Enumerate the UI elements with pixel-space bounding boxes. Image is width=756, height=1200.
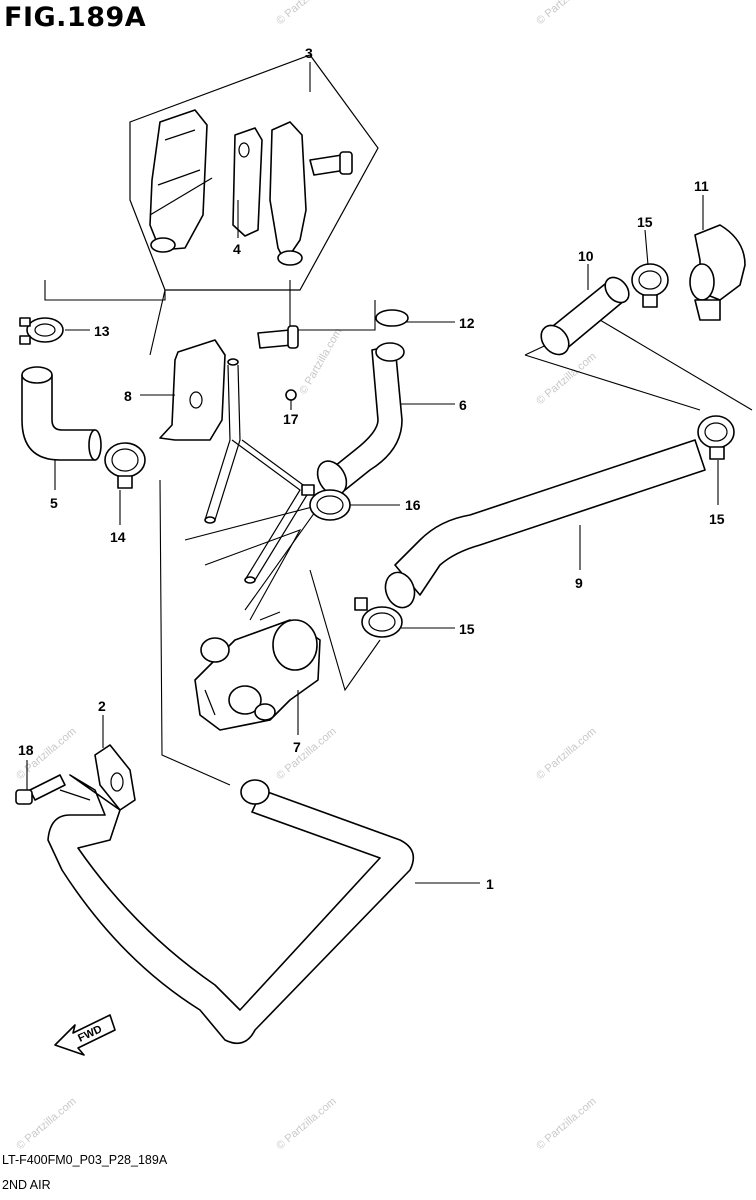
callout-17: 17 (283, 411, 299, 427)
part-5-elbow-hose (21, 366, 102, 461)
fwd-arrow: FWD (54, 1014, 116, 1056)
callout-1: 1 (486, 876, 494, 892)
callout-15-lower: 15 (459, 621, 475, 637)
callout-7: 7 (293, 739, 301, 755)
part-15-clamp-upper (631, 263, 669, 308)
part-10-pipe (540, 276, 630, 356)
part-13-clamp (19, 317, 64, 345)
figure-title: FIG.189A (4, 2, 147, 33)
svg-text:© Partzilla.com: © Partzilla.com (274, 0, 338, 27)
callout-4: 4 (233, 241, 241, 257)
part-2-gasket (94, 744, 136, 811)
part-7-air-valve (194, 611, 321, 731)
svg-text:© Partzilla.com: © Partzilla.com (14, 1095, 78, 1152)
part-11-hose (689, 224, 746, 321)
callout-10: 10 (578, 248, 594, 264)
leader-14-to-1 (159, 479, 231, 786)
callout-16: 16 (405, 497, 421, 513)
leader-10-11-box2 (524, 354, 701, 411)
part-9-hose (384, 439, 706, 609)
part-14-clamp (104, 442, 146, 489)
leader-8-link (149, 289, 166, 356)
callout-2: 2 (98, 698, 106, 714)
leader-15-area (309, 569, 381, 692)
leader-16-area2 (204, 528, 302, 621)
figure-code: LT-F400FM0_P03_P28_189A (2, 1153, 168, 1167)
part-12-ring (375, 309, 409, 327)
callouts: 3 4 13 8 12 6 17 5 14 16 9 15 10 15 11 1… (18, 45, 725, 892)
part-16-clamp (301, 484, 351, 521)
svg-text:© Partzilla.com: © Partzilla.com (274, 725, 338, 782)
part-15-clamp-lower (354, 597, 403, 638)
callout-13: 13 (94, 323, 110, 339)
callout-18: 18 (18, 742, 34, 758)
callout-leaders (26, 62, 719, 884)
part-17-bolt (257, 325, 299, 401)
leader-13-box (44, 280, 166, 301)
svg-text:© Partzilla.com: © Partzilla.com (534, 0, 598, 27)
svg-text:© Partzilla.com: © Partzilla.com (297, 326, 344, 396)
part-8-bracket (159, 339, 311, 584)
callout-14: 14 (110, 529, 126, 545)
figure-name: 2ND AIR (2, 1178, 51, 1192)
leader-12-box (289, 280, 376, 331)
part-18-bolt (15, 774, 66, 805)
watermarks: © Partzilla.com © Partzilla.com © Partzi… (14, 0, 598, 1152)
part-15-clamp-right (697, 415, 735, 460)
part-6-hose (316, 342, 405, 496)
callout-9: 9 (575, 575, 583, 591)
part-3-reed-valve-assembly (129, 54, 379, 291)
callout-11: 11 (694, 178, 709, 194)
callout-3: 3 (305, 45, 313, 61)
callout-12: 12 (459, 315, 475, 331)
callout-15-upper: 15 (637, 214, 653, 230)
svg-text:© Partzilla.com: © Partzilla.com (274, 1095, 338, 1152)
callout-8: 8 (124, 388, 132, 404)
callout-15-right: 15 (709, 511, 725, 527)
svg-text:© Partzilla.com: © Partzilla.com (534, 350, 598, 407)
part-1-pipe (47, 774, 415, 1045)
svg-text:© Partzilla.com: © Partzilla.com (534, 1095, 598, 1152)
svg-text:© Partzilla.com: © Partzilla.com (534, 725, 598, 782)
callout-5: 5 (50, 495, 58, 511)
callout-6: 6 (459, 397, 467, 413)
